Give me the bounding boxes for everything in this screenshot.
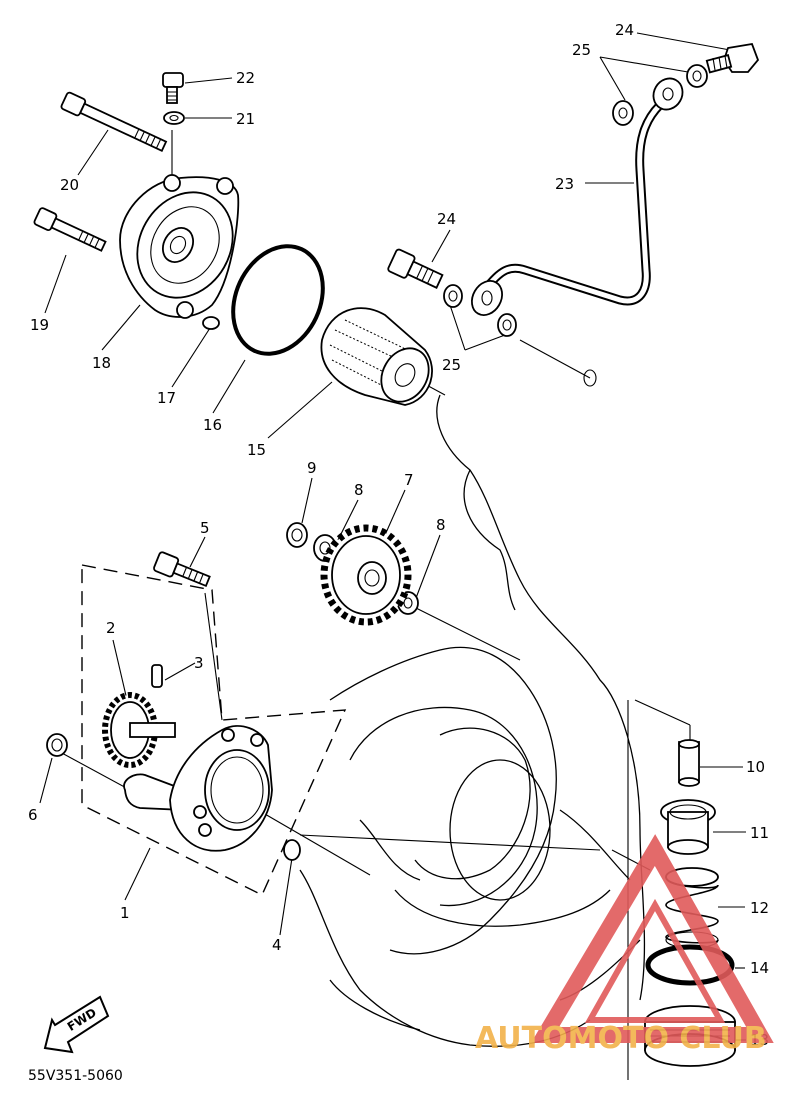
callout-24-upper: 24 — [615, 21, 634, 39]
part-9-circlip — [286, 522, 308, 548]
diagram-part-code: 55V351-5060 — [28, 1068, 123, 1084]
part-11-plug — [660, 799, 716, 855]
part-20-long-bolt — [60, 91, 168, 152]
callout-1: 1 — [120, 904, 130, 922]
part-7-pump-drive-gear — [320, 524, 412, 626]
part-21-washer — [163, 111, 185, 125]
callout-8-upper: 8 — [354, 481, 364, 499]
callout-8-right: 8 — [436, 516, 446, 534]
callout-6: 6 — [28, 806, 38, 824]
part-22-small-bolt — [162, 72, 184, 104]
callout-25-upper: 25 — [572, 41, 591, 59]
fwd-arrow-icon: FWD — [43, 995, 110, 1054]
part-3-dowel-pin — [151, 664, 163, 688]
callout-25-lower: 25 — [442, 356, 461, 374]
callout-16: 16 — [203, 416, 222, 434]
part-8-washer-right — [397, 591, 419, 615]
part-10-pin — [678, 739, 700, 787]
callout-23: 23 — [555, 175, 574, 193]
callout-9: 9 — [307, 459, 317, 477]
part-25-washer-upper-a — [612, 100, 634, 126]
part-2-pump-rotor-gear — [102, 692, 176, 768]
part-1-oil-pump-body — [123, 725, 273, 852]
callout-11: 11 — [750, 824, 769, 842]
callout-18: 18 — [92, 354, 111, 372]
callout-4: 4 — [272, 936, 282, 954]
watermark-text: AUTOMOTO CLUB — [475, 1021, 767, 1056]
callout-14: 14 — [750, 959, 769, 977]
watermark-logo: AUTOMOTO CLUB — [475, 834, 774, 1056]
part-25-washer-lower-a — [443, 284, 463, 308]
leader-lines — [39, 32, 746, 1080]
part-14-o-ring — [645, 944, 735, 986]
watermark-triangle-inner — [584, 898, 726, 1023]
part-18-filter-cover — [119, 174, 240, 319]
callout-20: 20 — [60, 176, 79, 194]
case-oil-hole — [583, 369, 597, 387]
callout-17: 17 — [157, 389, 176, 407]
part-24-banjo-bolt-lower — [387, 248, 444, 289]
callout-2: 2 — [106, 619, 116, 637]
part-16-large-o-ring — [231, 244, 325, 356]
part-24-banjo-bolt-upper — [705, 42, 760, 74]
part-17-small-o-ring — [202, 316, 220, 330]
part-15-oil-filter — [320, 307, 433, 406]
part-19-short-bolt — [33, 207, 107, 252]
part-4-o-ring — [283, 839, 301, 861]
watermark-triangle — [530, 834, 774, 1043]
callout-7: 7 — [404, 471, 414, 489]
part-25-washer-lower-b — [497, 313, 517, 337]
callout-labels: 1 2 3 4 5 6 7 8 8 9 10 11 12 13 14 15 16… — [28, 21, 769, 1049]
callout-22: 22 — [236, 69, 255, 87]
callout-19: 19 — [30, 316, 49, 334]
callout-24-lower: 24 — [437, 210, 456, 228]
callout-10: 10 — [746, 758, 765, 776]
part-23-oil-pipe — [471, 77, 684, 316]
callout-12: 12 — [750, 899, 769, 917]
part-6-collar — [46, 733, 68, 757]
oil-pump-assembly-box — [81, 564, 347, 896]
part-25-washer-upper-b — [686, 64, 708, 88]
callout-21: 21 — [236, 110, 255, 128]
callout-3: 3 — [194, 654, 204, 672]
callout-15: 15 — [247, 441, 266, 459]
callout-5: 5 — [200, 519, 210, 537]
part-5-bolt — [153, 551, 211, 588]
